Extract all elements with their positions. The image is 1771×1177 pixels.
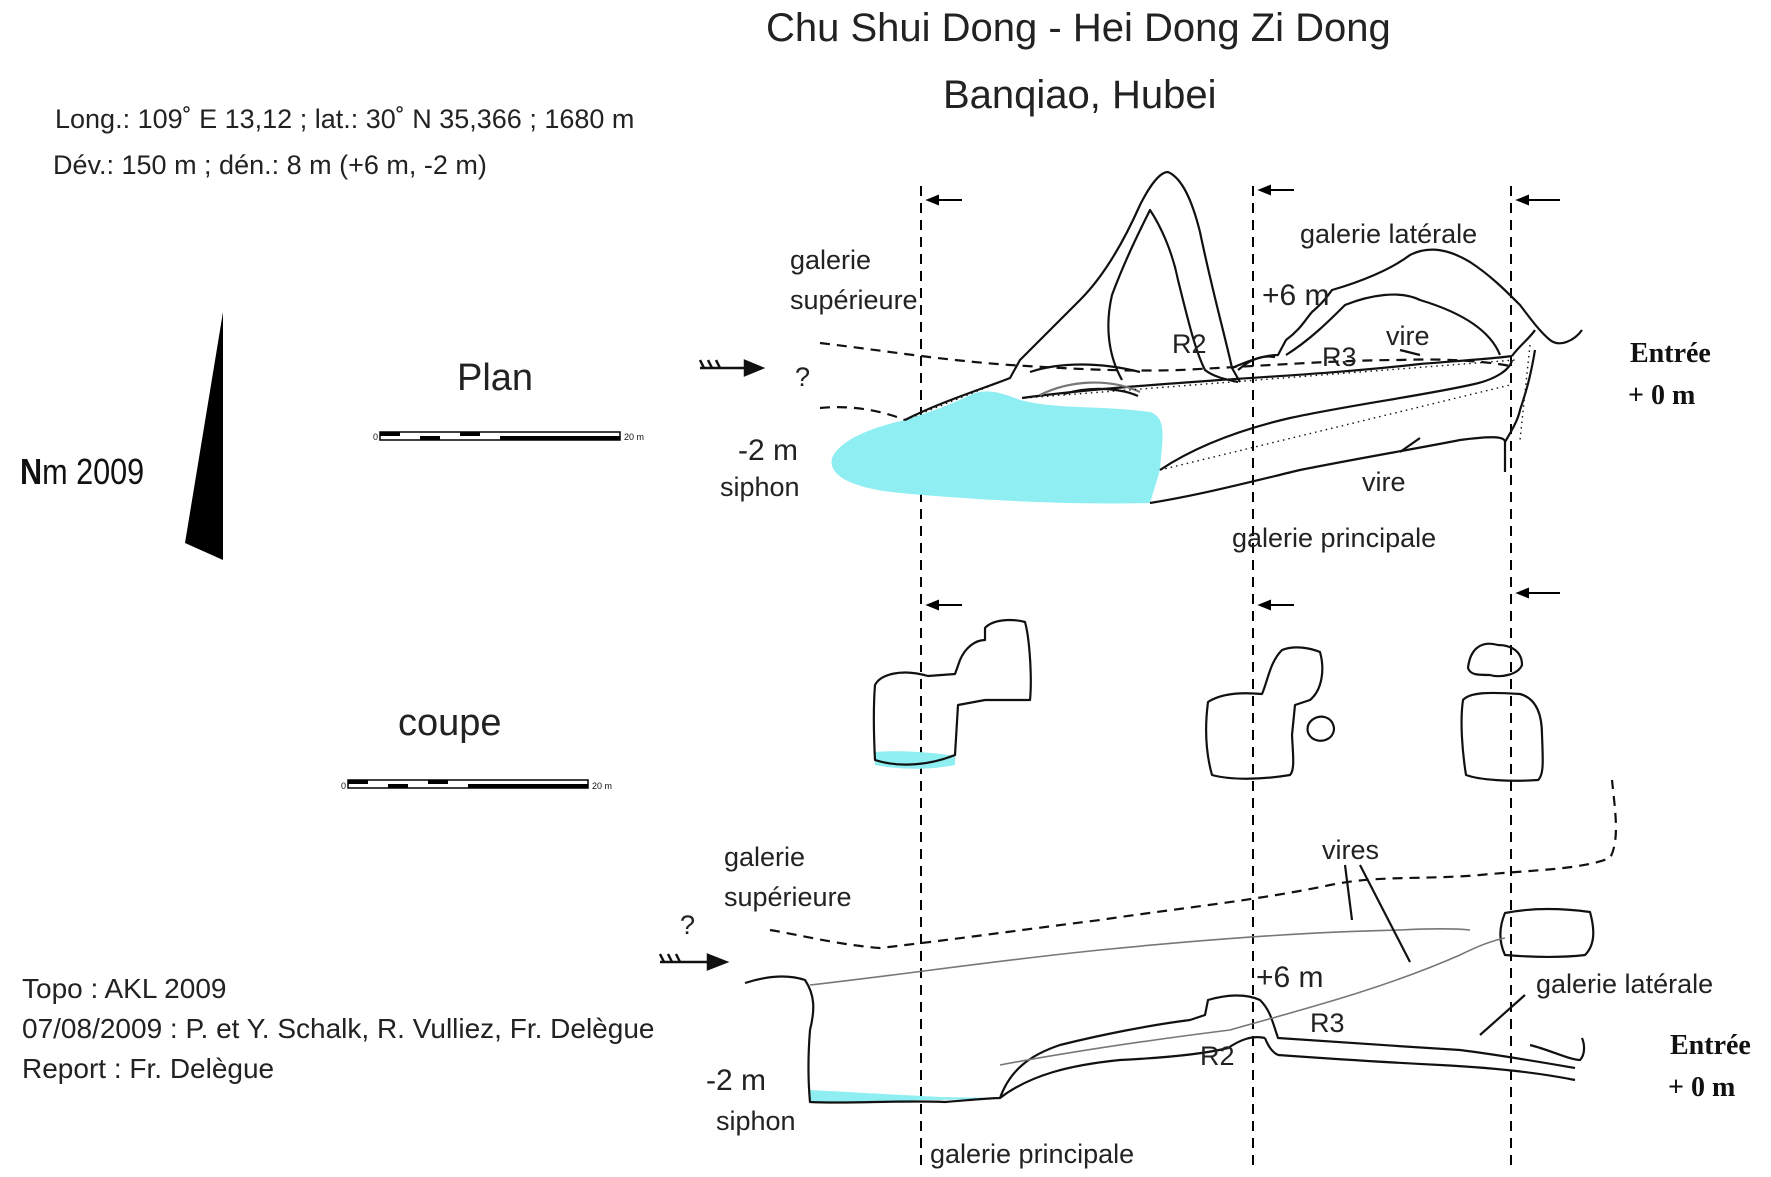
plan-galerie-principale: galerie principale	[1232, 523, 1437, 553]
plan-label-galerie: galerie	[790, 245, 872, 275]
north-label: Nm 2009	[20, 451, 145, 492]
plan-plus6: +6 m	[1262, 279, 1330, 312]
coupe-galerie-principale: galerie principale	[930, 1139, 1135, 1169]
coupe-r2: R2	[1200, 1041, 1235, 1071]
coordinates-text: Long.: 109˚ E 13,12 ; lat.: 30˚ N 35,366…	[55, 104, 635, 134]
plan-scale-bar	[379, 431, 621, 441]
plan-scale-end: 20 m	[624, 432, 645, 442]
credits-topo: Topo : AKL 2009	[22, 973, 227, 1004]
section-arrows	[925, 184, 1560, 611]
plan-vire-bottom: vire	[1362, 467, 1406, 497]
coupe-entree-alt: + 0 m	[1668, 1072, 1736, 1103]
coupe-scale-bar	[347, 779, 589, 789]
plan-siphon-label: siphon	[720, 472, 800, 502]
coupe-siphon-depth: -2 m	[706, 1064, 766, 1097]
credits-team: 07/08/2009 : P. et Y. Schalk, R. Vulliez…	[22, 1013, 655, 1044]
coupe-drawing	[744, 779, 1617, 1104]
coupe-heading: coupe	[398, 702, 502, 744]
coupe-label-galerie: galerie	[724, 842, 806, 872]
plan-label-superieure: supérieure	[790, 285, 918, 315]
credits-report: Report : Fr. Delègue	[22, 1053, 275, 1084]
plan-r3: R3	[1322, 342, 1357, 372]
coupe-label-superieure: supérieure	[724, 882, 852, 912]
plan-hatching	[904, 344, 1531, 471]
coupe-galerie-laterale: galerie latérale	[1536, 969, 1714, 999]
development-text: Dév.: 150 m ; dén.: 8 m (+6 m, -2 m)	[53, 150, 487, 180]
map-title: Chu Shui Dong - Hei Dong Zi Dong	[766, 6, 1391, 50]
coupe-entry-arrow-icon	[658, 953, 730, 971]
plan-siphon-water	[831, 391, 1163, 504]
plan-entry-arrow-icon	[698, 359, 766, 377]
plan-entree-alt: + 0 m	[1628, 380, 1696, 411]
coupe-siphon-water	[810, 1090, 1000, 1103]
coupe-vires: vires	[1322, 835, 1380, 865]
plan-galerie-laterale: galerie latérale	[1300, 219, 1478, 249]
coupe-scale-end: 20 m	[592, 781, 613, 791]
coupe-entree: Entrée	[1670, 1030, 1751, 1061]
plan-scale-start: 0	[373, 432, 379, 442]
north-arrow-icon	[185, 312, 223, 560]
coupe-siphon-label: siphon	[716, 1106, 796, 1136]
coupe-scale-start: 0	[341, 781, 347, 791]
plan-drawing	[819, 170, 1583, 505]
plan-question-mark: ?	[795, 362, 811, 392]
plan-siphon-depth: -2 m	[738, 434, 798, 467]
plan-entree: Entrée	[1630, 338, 1711, 369]
coupe-plus6: +6 m	[1256, 961, 1324, 994]
cross-sections	[872, 618, 1544, 782]
coupe-question-mark: ?	[680, 910, 696, 940]
plan-heading: Plan	[457, 357, 534, 399]
map-subtitle: Banqiao, Hubei	[943, 73, 1217, 117]
plan-vire-top: vire	[1386, 321, 1430, 351]
coupe-r3: R3	[1310, 1008, 1345, 1038]
plan-r2: R2	[1172, 329, 1207, 359]
